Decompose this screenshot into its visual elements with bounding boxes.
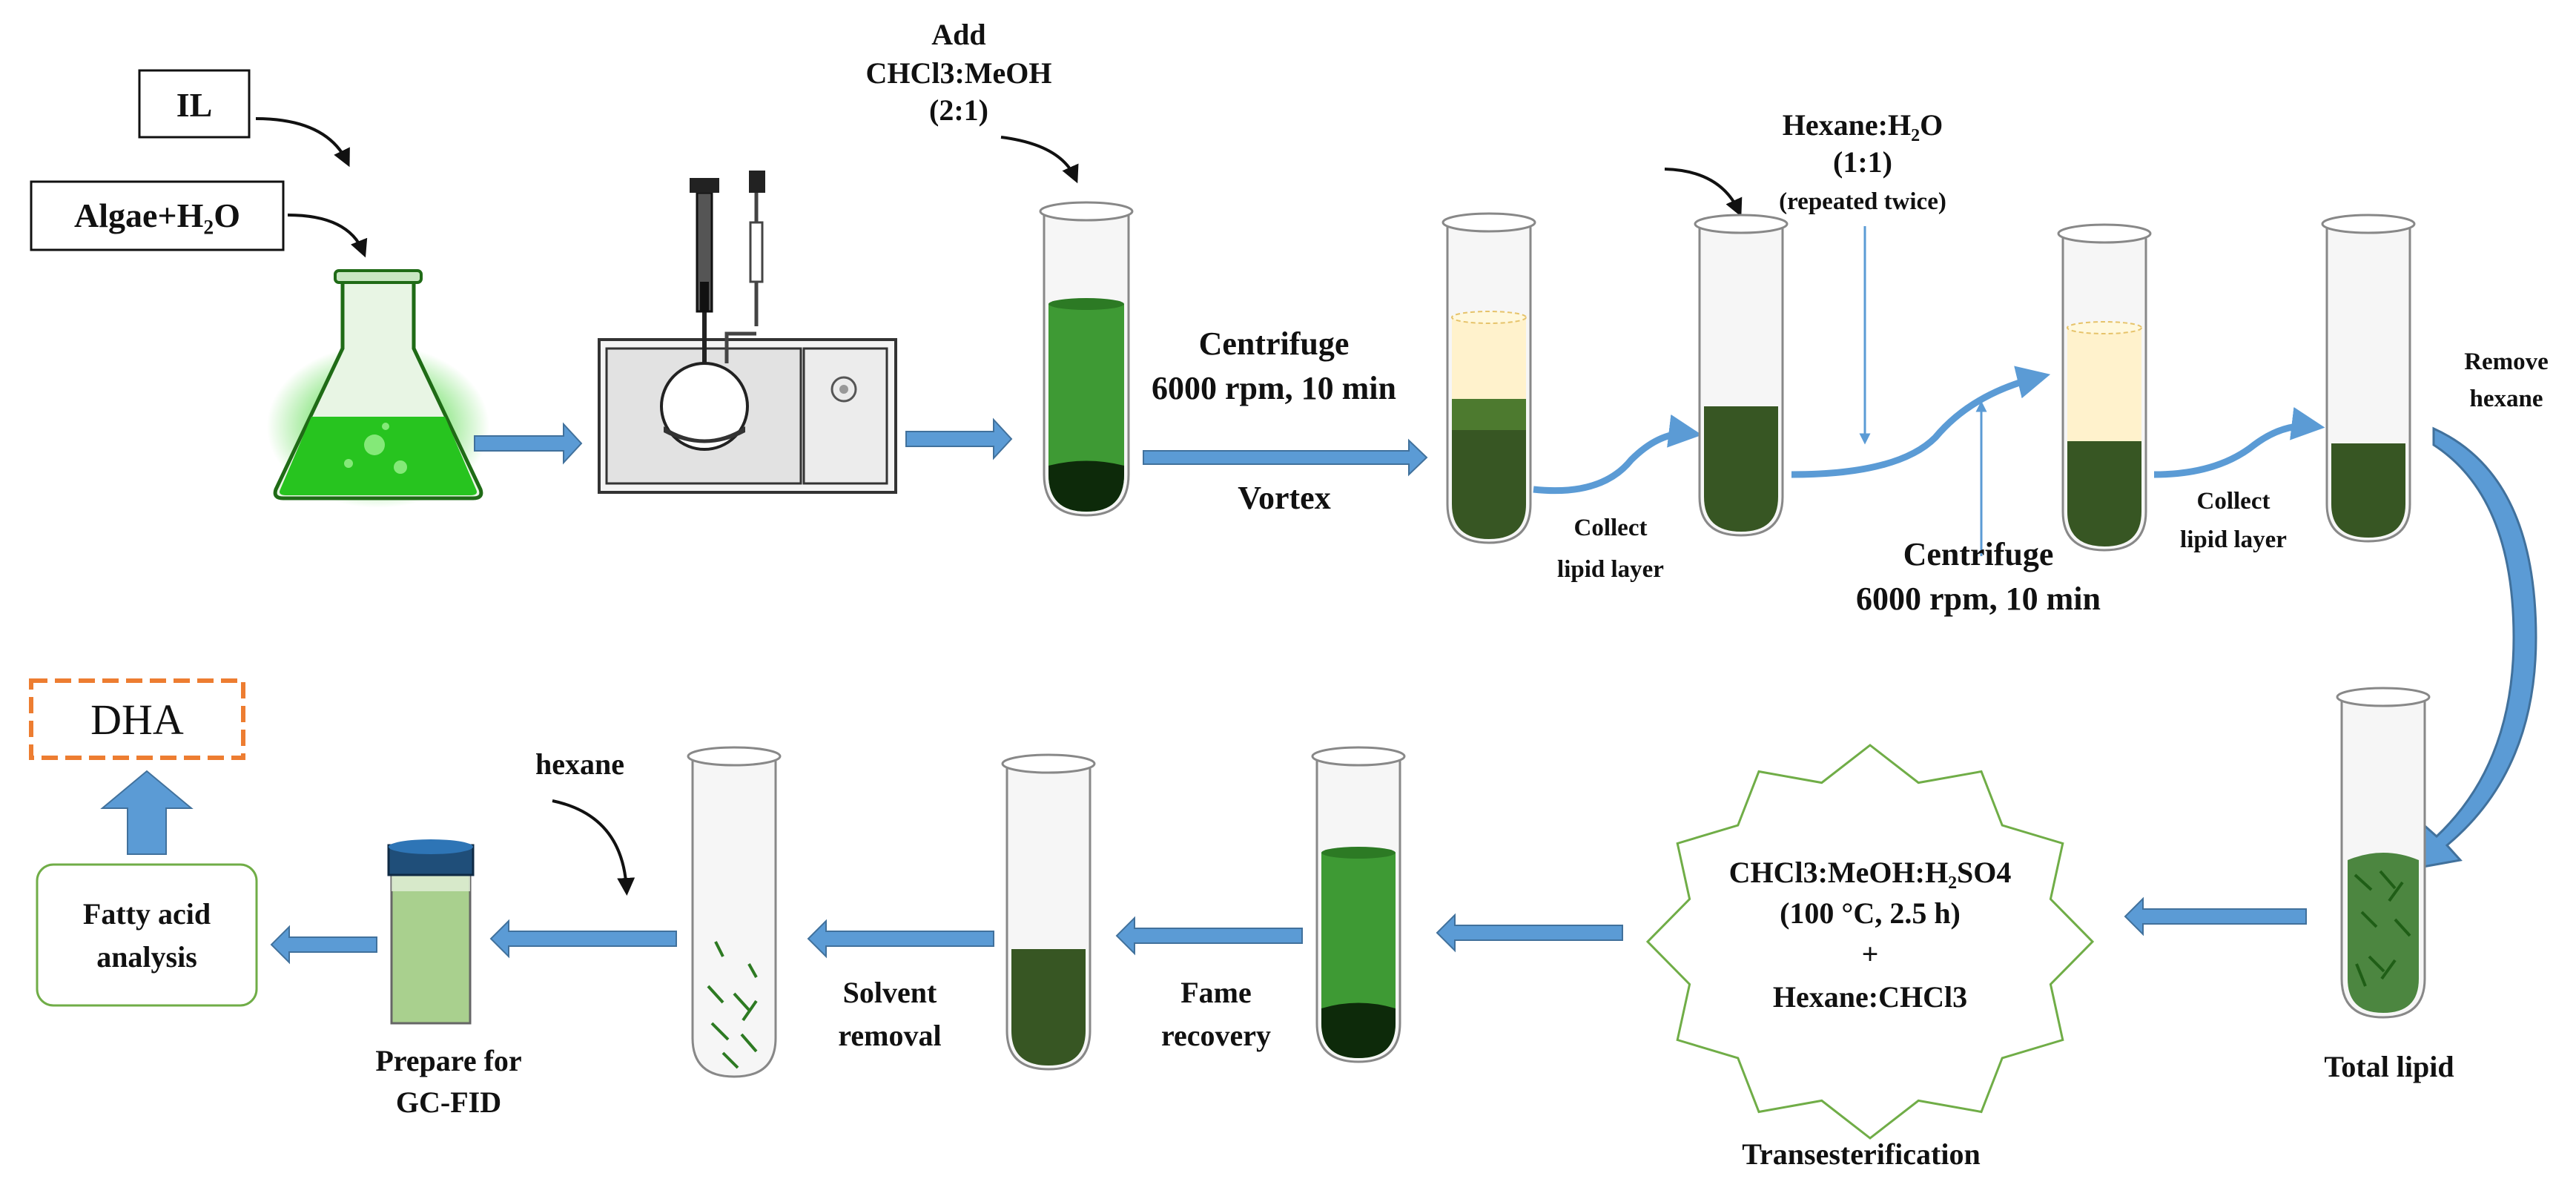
tube-collected-lipid xyxy=(2321,214,2416,543)
ratio-2-1-label: (2:1) xyxy=(929,93,988,127)
hexane-h2o-label: Hexane:H₂O xyxy=(1783,108,1943,142)
trans-line1: CHCl3:MeOH:H₂SO4 xyxy=(1729,856,2012,889)
gc-vial-icon xyxy=(387,839,475,1025)
repeated-label: (repeated twice) xyxy=(1779,188,1946,215)
collect2-label-a: Collect xyxy=(2197,488,2270,515)
solvent-label-b: removal xyxy=(838,1019,941,1052)
tube-lipid-layer xyxy=(1694,214,1789,537)
flow-arrow-13 xyxy=(100,770,194,855)
chcl-meoh-label: CHCl3:MeOH xyxy=(865,56,1051,90)
transesterification-label: Transesterification xyxy=(1742,1137,1980,1171)
flask-icon xyxy=(267,269,489,508)
centrifuge2-label: Centrifuge xyxy=(1903,536,2054,572)
centrifuge2-speed-label: 6000 rpm, 10 min xyxy=(1856,581,2101,617)
microwave-reactor-icon xyxy=(598,171,897,494)
ratio-1-1-label: (1:1) xyxy=(1833,145,1892,179)
prepare-label-a: Prepare for xyxy=(375,1044,521,1077)
trans-plus: + xyxy=(1862,937,1879,971)
tube-phase-separation xyxy=(1441,212,1536,544)
il-label: IL xyxy=(176,86,213,124)
flow-arrow-2 xyxy=(905,417,1013,460)
tube-extraction xyxy=(1039,201,1134,517)
flow-arrow-12 xyxy=(270,925,377,965)
algae-box: Algae+H₂O xyxy=(30,180,285,251)
flow-arrow-8 xyxy=(1436,913,1623,953)
add-label: Add xyxy=(931,18,985,51)
flow-arrow-7 xyxy=(2124,896,2307,936)
algae-arrow xyxy=(287,214,368,258)
trans-line2: (100 °C, 2.5 h) xyxy=(1780,896,1961,930)
add-hexane-arrow-2 xyxy=(552,799,635,896)
solvent-label-a: Solvent xyxy=(843,976,937,1009)
remove-label-a: Remove xyxy=(2464,348,2549,375)
il-arrow xyxy=(255,117,350,168)
fatty-acid-analysis-box: Fatty acid analysis xyxy=(36,863,258,1007)
tube-hexane-dissolved xyxy=(687,746,782,1078)
flow-arrow-6 xyxy=(2153,406,2325,478)
tube-hexane-layer xyxy=(2057,223,2152,552)
flow-arrow-11 xyxy=(489,919,677,959)
total-lipid-label: Total lipid xyxy=(2324,1050,2454,1083)
collect1-label-a: Collect xyxy=(1574,515,1648,541)
add-hexane-arrow xyxy=(1664,168,1743,217)
trans-line3: Hexane:CHCl3 xyxy=(1773,980,1967,1014)
dha-label: DHA xyxy=(90,696,184,744)
tube-fame xyxy=(1311,746,1406,1063)
dha-box: DHA xyxy=(29,678,245,760)
flow-arrow-1 xyxy=(474,422,583,465)
fame-label-b: recovery xyxy=(1161,1019,1271,1052)
flow-arrow-5 xyxy=(1791,366,2051,478)
fatty-label-a: Fatty acid xyxy=(83,897,211,931)
flow-arrow-9 xyxy=(1115,916,1303,956)
centrifuge1-speed-label: 6000 rpm, 10 min xyxy=(1152,370,1396,406)
prepare-label-b: GC-FID xyxy=(396,1086,501,1119)
collect1-label-b: lipid layer xyxy=(1557,556,1664,583)
transesterification-star xyxy=(1645,744,2095,1140)
flow-arrow-3 xyxy=(1143,438,1428,477)
algae-label: Algae+H₂O xyxy=(74,196,240,234)
flow-arrow-4 xyxy=(1533,414,1703,495)
vortex-label: Vortex xyxy=(1238,480,1330,516)
hexane-label: hexane xyxy=(535,747,624,781)
centrifuge1-label: Centrifuge xyxy=(1199,326,1350,362)
fame-label-a: Fame xyxy=(1180,976,1252,1009)
tube-total-lipid xyxy=(2336,687,2431,1019)
remove-hexane-arrow xyxy=(2417,426,2537,869)
il-box: IL xyxy=(138,69,251,139)
fatty-label-b: analysis xyxy=(96,940,197,974)
flow-arrow-10 xyxy=(807,919,994,959)
remove-label-b: hexane xyxy=(2470,386,2543,412)
add-solvent-arrow xyxy=(1000,136,1079,184)
tube-solvent-removal xyxy=(1001,753,1096,1071)
collect2-label-b: lipid layer xyxy=(2180,526,2287,553)
